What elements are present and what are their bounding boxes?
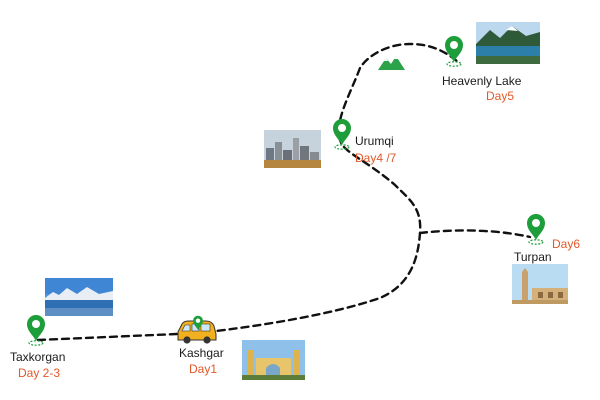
mosque-photo: [242, 340, 305, 380]
kashgar-map-pin-icon: [193, 315, 203, 330]
ruins-photo: [512, 264, 568, 304]
kashgar-van-icon[interactable]: [177, 320, 217, 344]
kashgar-day-label: Day1: [189, 362, 218, 376]
heavenly-lake-day-label: Day5: [486, 89, 515, 103]
taxkorgan-name-label: Taxkorgan: [10, 350, 66, 364]
route-path: [36, 42, 460, 342]
turpan-day-label: Day6: [552, 237, 581, 251]
kashgar-name-label: Kashgar: [179, 346, 224, 360]
heavenly-lake-map-pin-icon[interactable]: [444, 35, 464, 67]
urumqi-name-label: Urumqi: [355, 134, 394, 148]
urumqi-day-label: Day4 /7: [355, 151, 397, 165]
heavenly-lake-name-label: Heavenly Lake: [442, 74, 522, 88]
alpine-lake-photo: [476, 22, 540, 64]
route-path-turpan-branch: [418, 229, 532, 239]
lake-mountain-photo: [45, 278, 113, 316]
turpan-name-label: Turpan: [514, 250, 552, 264]
urumqi-map-pin-icon[interactable]: [332, 118, 352, 150]
turpan-map-pin-icon[interactable]: [526, 213, 546, 245]
green-mountain-icon: [378, 56, 405, 70]
city-skyline-photo: [264, 130, 321, 168]
taxkorgan-day-label: Day 2-3: [18, 366, 61, 380]
